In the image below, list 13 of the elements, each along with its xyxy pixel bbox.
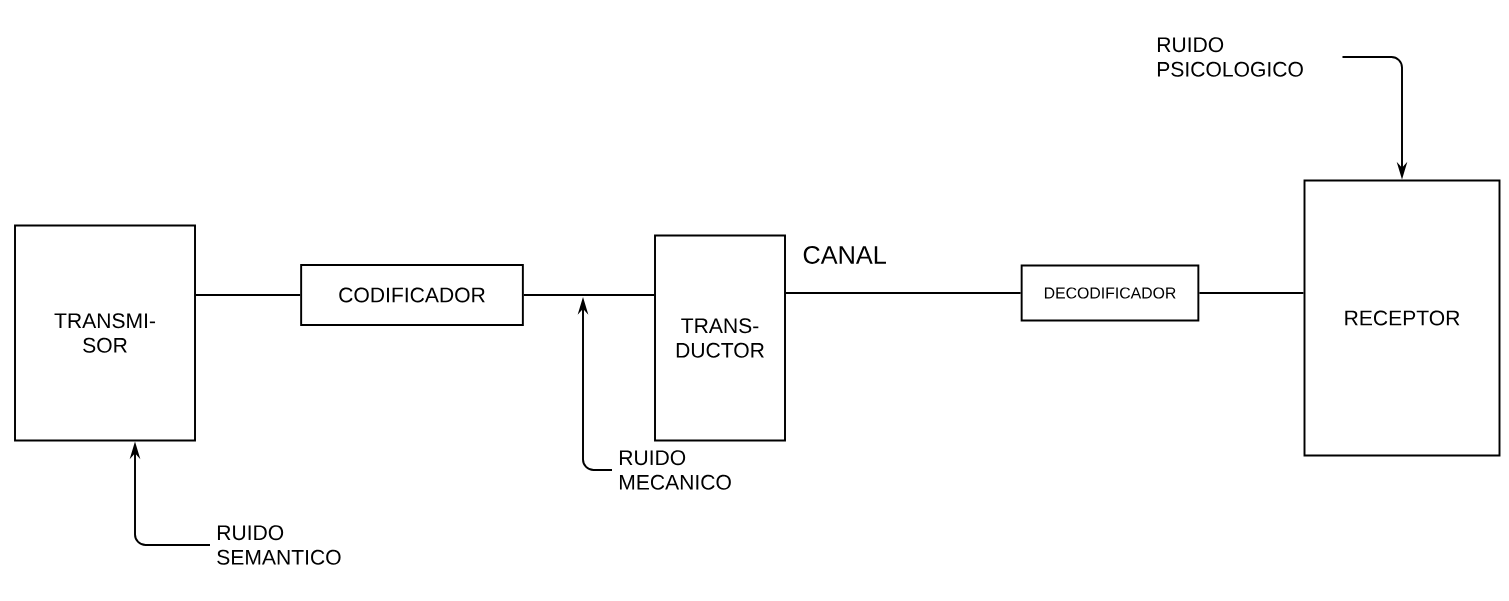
edge-label: CANAL [798,242,891,268]
noise-label: RUIDO MECANICO [620,450,731,490]
block-box: CODIFICADOR [300,264,524,326]
connector [785,292,1022,294]
connector [195,294,302,296]
noise-label: RUIDO SEMANTICO [217,525,341,565]
connector [522,294,655,296]
connector [1198,292,1305,294]
block-box: DECODIFICADOR [1020,264,1200,322]
block-box: TRANSMI-SOR [14,224,196,442]
block-box: TRANS-DUCTOR [654,234,786,442]
block-box: RECEPTOR [1303,179,1501,457]
noise-label: RUIDO PSICOLOGICO [1158,37,1303,77]
